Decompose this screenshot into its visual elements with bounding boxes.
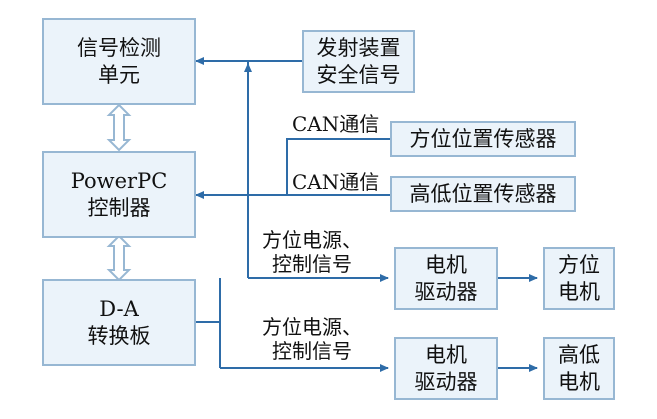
elevation-motor-line-2: 电机 [558, 369, 600, 394]
bidirectional-arrow-top [106, 103, 132, 152]
can-communication-label-2: CAN通信 [292, 170, 380, 194]
can-communication-label-1: CAN通信 [292, 112, 380, 136]
da-converter-board-box: D-A 转换板 [42, 279, 196, 366]
elevation-motor-line-1: 高低 [558, 343, 600, 368]
motor-driver-1-line-2: 驱动器 [414, 279, 478, 304]
elevation-position-sensor-label: 高低位置传感器 [409, 181, 557, 206]
powerpc-controller-box: PowerPC 控制器 [42, 151, 196, 238]
elevation-motor-box: 高低 电机 [543, 337, 615, 400]
azimuth-motor-box: 方位 电机 [543, 247, 615, 310]
powerpc-controller-line-1: PowerPC [70, 169, 168, 194]
motor-driver-1-line-1: 电机 [425, 253, 467, 278]
signal-detection-unit-line-2: 单元 [98, 62, 140, 87]
power-control-signal-1-line-1: 方位电源、 [262, 228, 362, 252]
motor-driver-2-line-2: 驱动器 [414, 369, 478, 394]
motor-driver-2-line-1: 电机 [425, 343, 467, 368]
azimuth-motor-line-1: 方位 [558, 253, 600, 278]
da-converter-board-line-2: 转换板 [87, 323, 151, 348]
signal-detection-unit-line-1: 信号检测 [77, 36, 161, 61]
azimuth-position-sensor-label: 方位位置传感器 [409, 126, 557, 151]
motor-driver-2-box: 电机 驱动器 [394, 337, 498, 400]
launcher-safety-signal-box: 发射装置 安全信号 [302, 30, 415, 93]
azimuth-motor-line-2: 电机 [558, 279, 600, 304]
bidirectional-arrow-bottom [106, 234, 132, 282]
elevation-position-sensor-box: 高低位置传感器 [390, 176, 576, 212]
azimuth-sensor-can-line [286, 138, 390, 195]
motor-driver-1-box: 电机 驱动器 [394, 247, 498, 310]
power-control-signal-label-1: 方位电源、 控制信号 [262, 228, 362, 276]
launcher-safety-signal-line-2: 安全信号 [316, 62, 401, 87]
power-control-signal-2-line-1: 方位电源、 [262, 315, 362, 339]
powerpc-controller-line-2: 控制器 [87, 195, 151, 220]
signal-detection-unit-box: 信号检测 单元 [42, 18, 196, 105]
power-control-signal-label-2: 方位电源、 控制信号 [262, 315, 362, 363]
da-converter-board-line-1: D-A [99, 297, 139, 322]
power-control-signal-2-line-2: 控制信号 [272, 339, 352, 363]
launcher-safety-signal-line-1: 发射装置 [316, 36, 401, 61]
power-control-signal-1-line-2: 控制信号 [272, 252, 352, 276]
azimuth-position-sensor-box: 方位位置传感器 [390, 121, 576, 157]
